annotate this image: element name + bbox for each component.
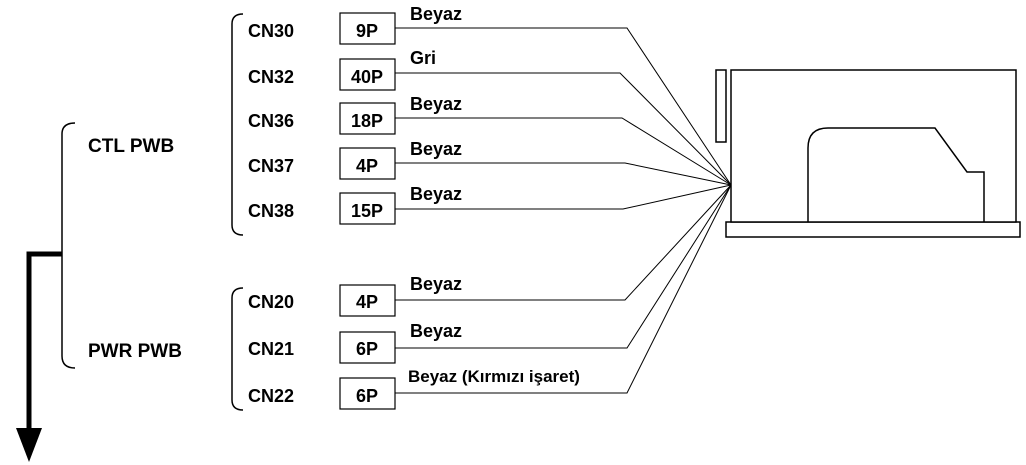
pin-count-box [339,377,396,410]
wire [395,72,732,186]
wires [395,27,732,394]
wire-color-label: Beyaz [410,274,462,294]
handwheel [715,69,727,143]
pin-count: 15P [351,201,383,221]
pin-count: 6P [356,386,378,406]
wire [395,162,732,186]
connector-id: CN37 [248,156,294,176]
connector-row: CN37 4P Beyaz [248,139,462,180]
pin-count: 40P [351,67,383,87]
pwr-bracket [231,287,244,411]
pin-count-box [339,102,396,135]
pin-count-box [339,12,396,45]
connector-id: CN36 [248,111,294,131]
wire-color-label: Gri [410,48,436,68]
pin-count: 6P [356,339,378,359]
connector-row: CN38 15P Beyaz [248,184,462,225]
pin-count-box [339,284,396,317]
wire [395,184,732,394]
connector-row: CN36 18P Beyaz [248,94,462,135]
wire-color-label: Beyaz [410,4,462,24]
pin-count: 18P [351,111,383,131]
board-label-ctl: CTL PWB [88,136,174,157]
connector-row: CN30 9P Beyaz [248,4,462,45]
pin-count: 4P [356,156,378,176]
machine-table [725,221,1021,238]
pin-count-box [339,192,396,225]
connector-row: CN22 6P Beyaz (Kırmızı işaret) [248,367,580,410]
board-label-pwr: PWR PWB [88,341,182,362]
connector-id: CN32 [248,67,294,87]
pin-count: 9P [356,21,378,41]
wire-color-label: Beyaz (Kırmızı işaret) [408,367,580,386]
wire-color-label: Beyaz [410,139,462,159]
connector-id: CN21 [248,339,294,359]
connector-id: CN20 [248,292,294,312]
connector-row: CN21 6P Beyaz [248,321,462,364]
wire [395,27,732,186]
pin-count-box [339,58,396,91]
connector-row: CN20 4P Beyaz [248,274,462,317]
wire [395,184,732,301]
connector-id: CN22 [248,386,294,406]
pin-count-box [339,331,396,364]
sewing-machine-icon [715,69,1021,238]
output-arrow [16,251,62,462]
connector-row: CN32 40P Gri [248,48,436,91]
connector-id: CN30 [248,21,294,41]
wire-color-label: Beyaz [410,184,462,204]
wire-color-label: Beyaz [410,94,462,114]
wire-color-label: Beyaz [410,321,462,341]
main-bracket [61,122,76,369]
connector-id: CN38 [248,201,294,221]
pin-count: 4P [356,292,378,312]
wire [395,184,732,349]
ctl-bracket [231,13,244,236]
wire [395,184,732,210]
wire [395,117,732,186]
